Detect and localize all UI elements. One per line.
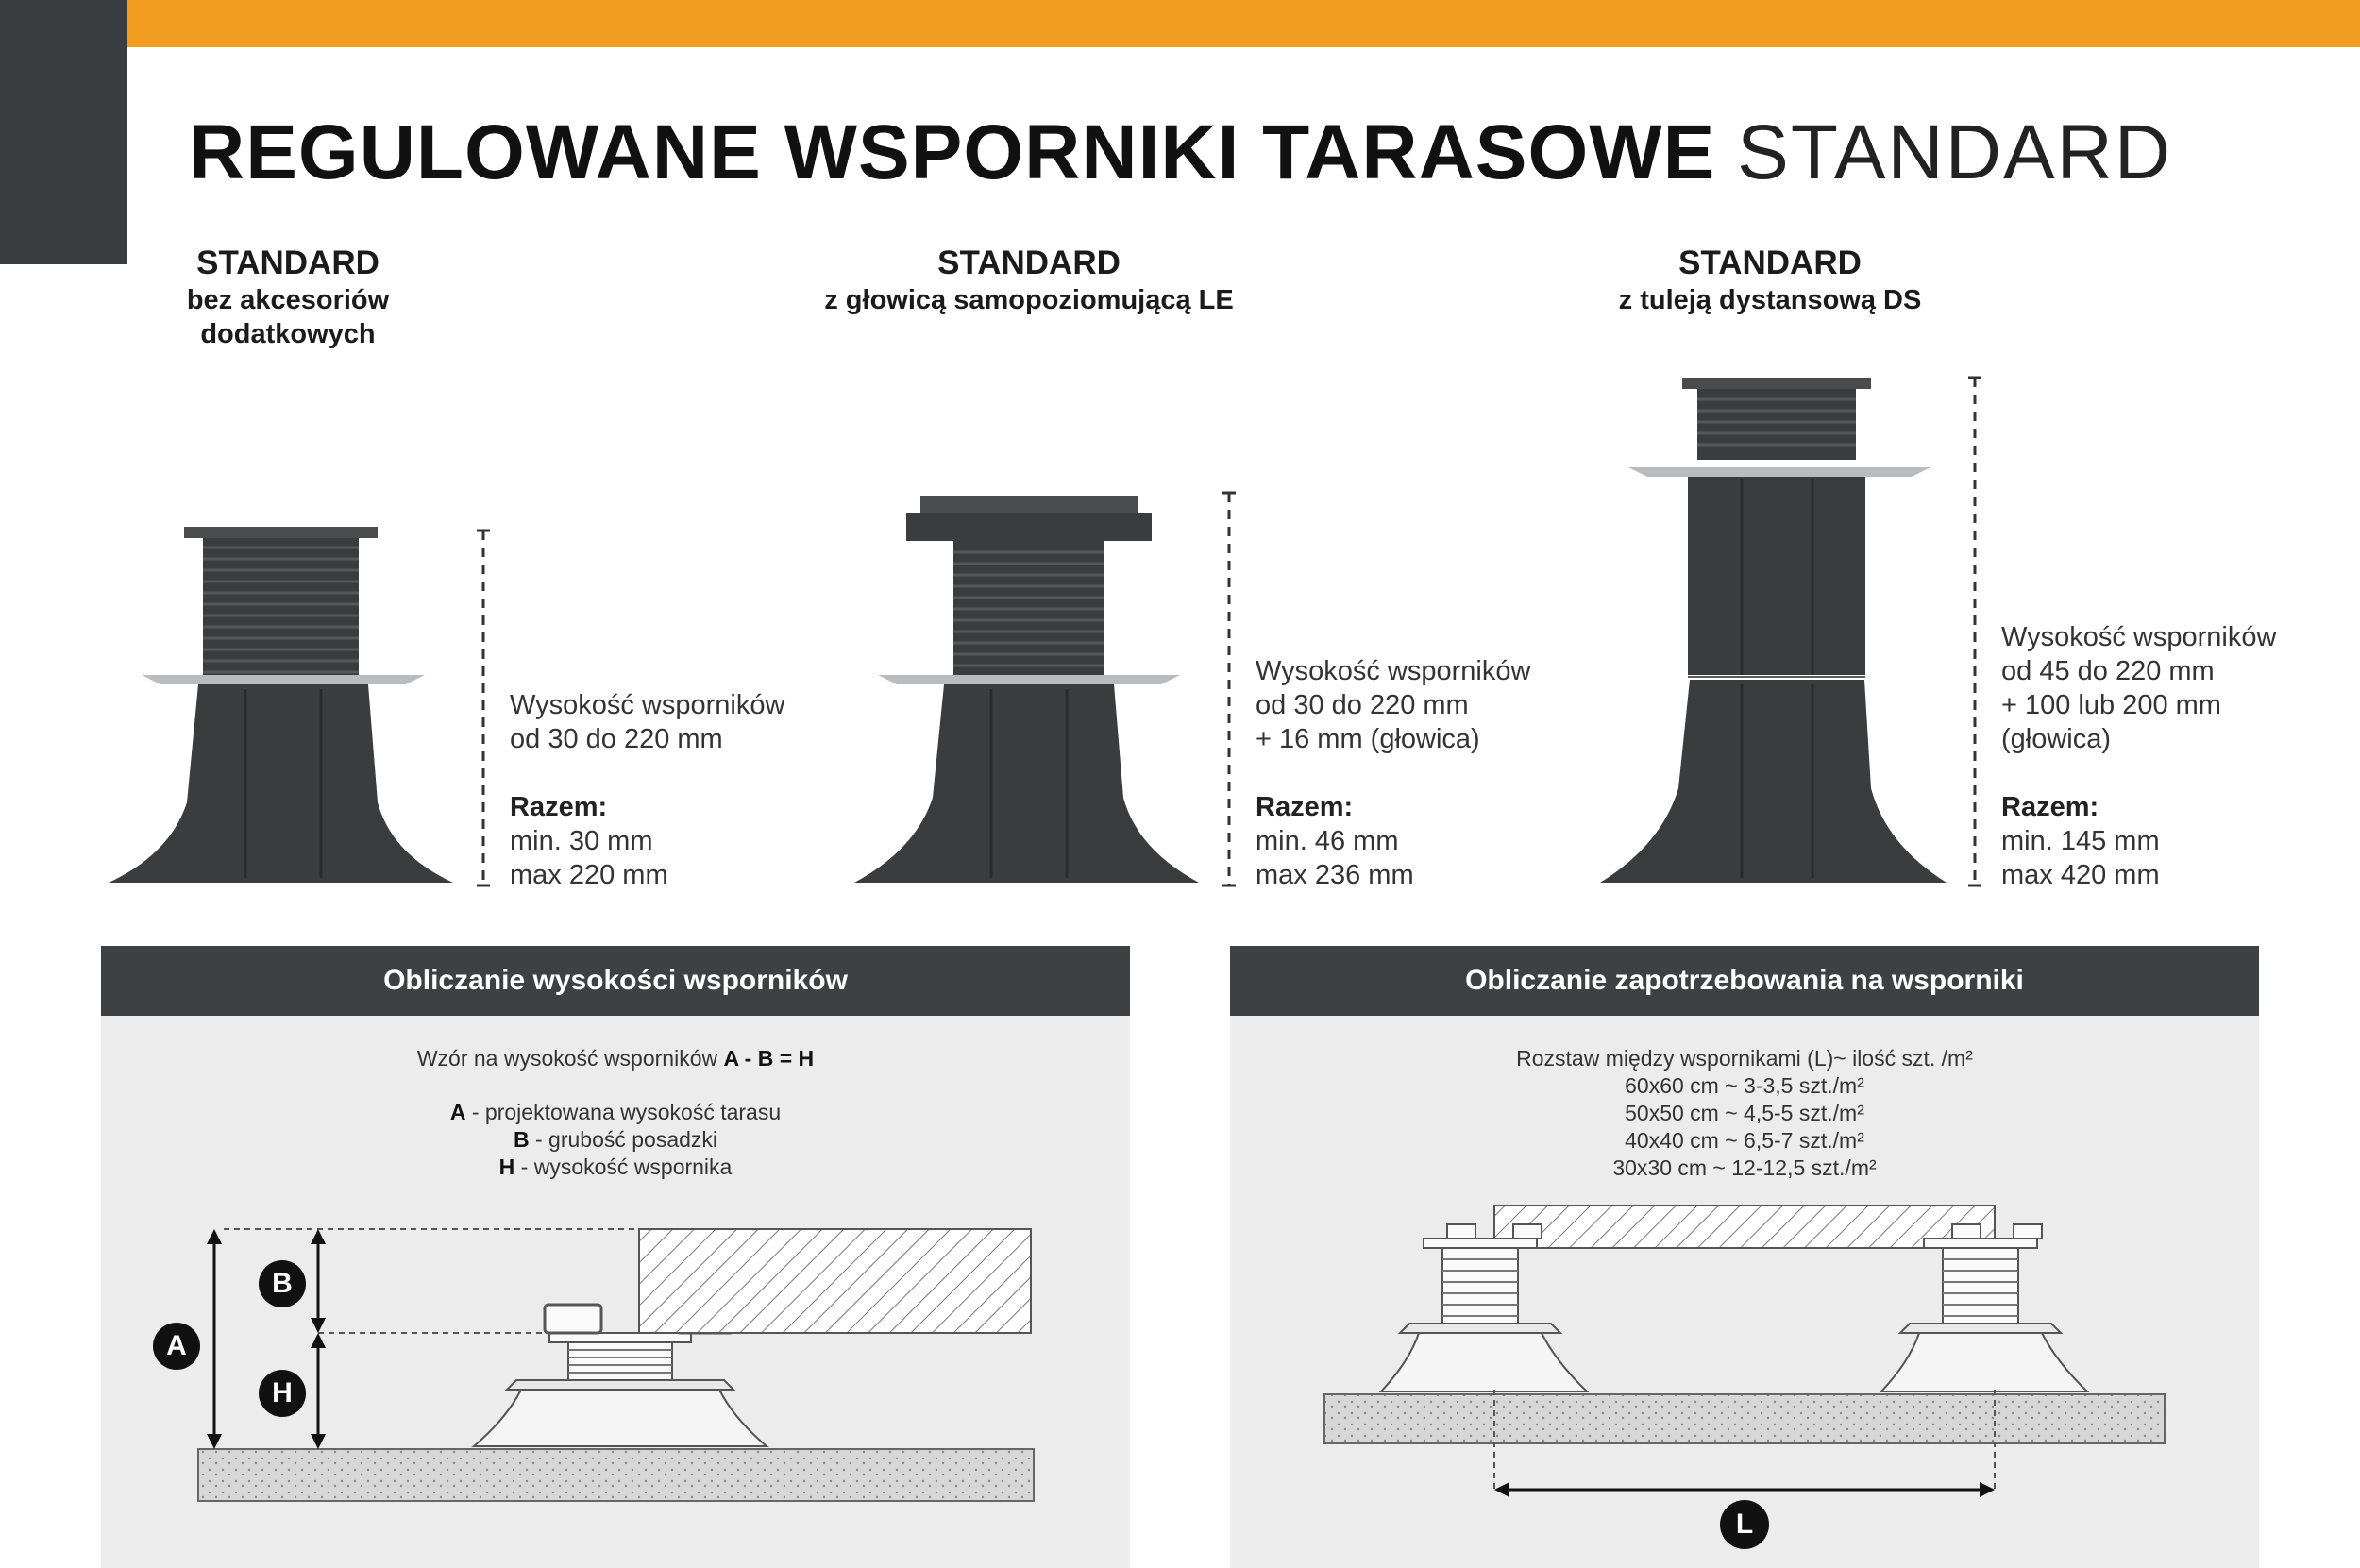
column-heading-1: STANDARD bez akcesoriów dodatkowych — [186, 244, 390, 349]
marker-a: A — [166, 1330, 187, 1361]
legend-item-a: A - projektowana wysokość tarasu — [449, 1100, 782, 1124]
marker-b: B — [272, 1268, 293, 1299]
height-diagram — [153, 1228, 1035, 1502]
marker-h: H — [272, 1377, 293, 1408]
page-title: REGULOWANE WSPORNIKI TARASOWE STANDARD — [189, 106, 2172, 200]
legend-item-h: H - wysokość wspornika — [498, 1155, 733, 1179]
height-calculation-panel: Obliczanie wysokości wsporników Wzór na … — [101, 946, 1130, 1568]
spacing-diagram — [1323, 1205, 2166, 1549]
pedestal-standard-image — [109, 527, 453, 883]
spec-text-1: Wysokość wsporników od 30 do 220 mm Raze… — [510, 690, 785, 890]
spec-text-3: Wysokość wsporników od 45 do 220 mm + 10… — [2001, 622, 2277, 890]
spacing-table: Rozstaw między wspornikami (L)~ ilość sz… — [1516, 1046, 1973, 1180]
column-heading-3: STANDARD z tuleją dystansową DS — [1618, 244, 1922, 315]
column-heading-2: STANDARD z głowicą samopoziomującą LE — [824, 244, 1234, 315]
height-dimension-line-3 — [1968, 376, 1981, 887]
quantity-calculation-panel: Obliczanie zapotrzebowania na wsporniki … — [1230, 946, 2259, 1568]
legend-item-b: B - grubość posadzki — [513, 1127, 718, 1152]
height-dimension-line-1 — [477, 529, 490, 887]
height-dimension-line-2 — [1222, 491, 1236, 887]
corner-block — [0, 0, 127, 264]
pedestal-le-head-image — [854, 496, 1199, 883]
marker-l: L — [1735, 1509, 1754, 1540]
pedestal-ds-sleeve-image — [1600, 378, 1947, 883]
title-light: STANDARD — [1737, 110, 2173, 195]
title-bold: REGULOWANE WSPORNIKI TARASOWE — [189, 110, 1716, 195]
top-accent-bar — [127, 0, 2360, 47]
spec-text-2: Wysokość wsporników od 30 do 220 mm + 16… — [1256, 656, 1531, 890]
panel-title: Obliczanie zapotrzebowania na wsporniki — [1230, 946, 2259, 1016]
panel-title: Obliczanie wysokości wsporników — [101, 946, 1130, 1016]
formula-line: Wzór na wysokość wsporników A - B = H — [416, 1046, 815, 1071]
legend-list: A - projektowana wysokość tarasu B - gru… — [101, 1099, 1130, 1181]
